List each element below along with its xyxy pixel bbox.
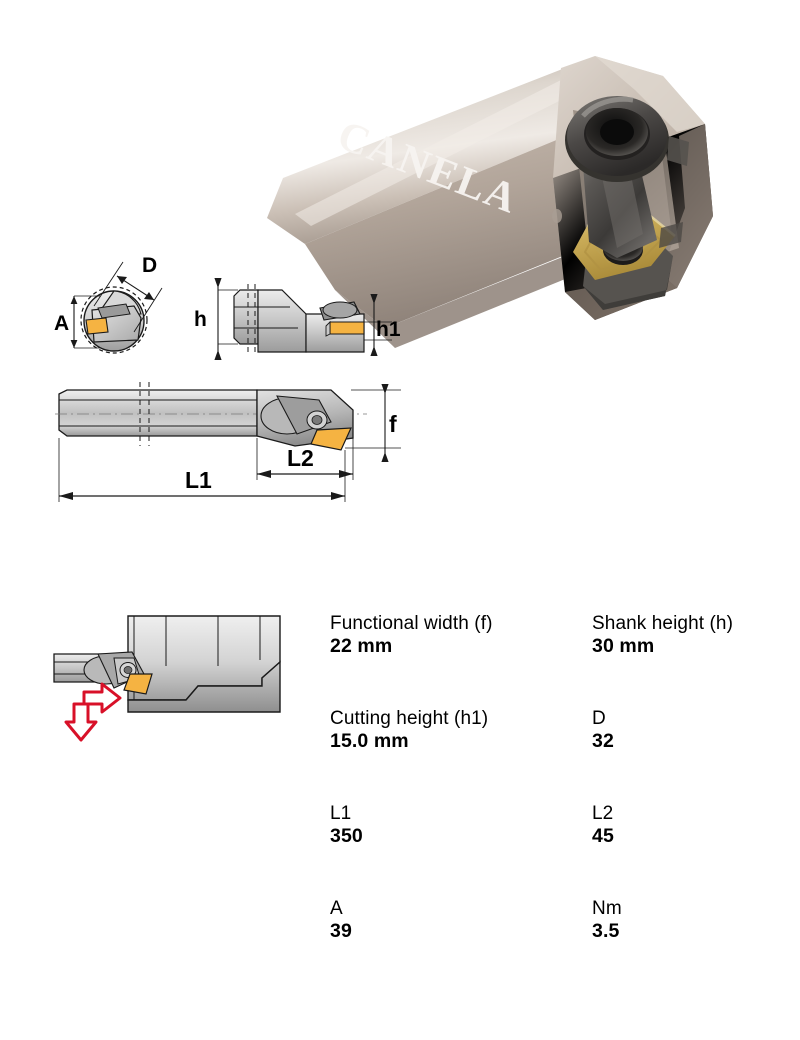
specifications-grid: Functional width (f) 22 mm Shank height … bbox=[330, 612, 780, 944]
dimension-l1-label: L1 bbox=[185, 467, 212, 493]
dimension-l1: L1 bbox=[58, 438, 346, 502]
application-diagram bbox=[53, 615, 281, 742]
dimension-h-label: h bbox=[194, 308, 207, 331]
spec-functional-width: Functional width (f) 22 mm bbox=[330, 612, 592, 659]
dimension-f-label: f bbox=[389, 411, 397, 437]
dimension-d-label: D bbox=[142, 254, 157, 277]
dimension-l2-label: L2 bbox=[287, 445, 314, 471]
spec-value-l1: 350 bbox=[330, 825, 363, 848]
spec-label-nm: Nm bbox=[592, 897, 622, 919]
spec-value-cutting-height: 15.0 mm bbox=[330, 730, 409, 753]
dimension-a-label: A bbox=[54, 312, 69, 335]
spec-l1: L1 350 bbox=[330, 802, 592, 849]
dimension-d: D bbox=[93, 254, 163, 333]
feed-arrow-axial bbox=[64, 702, 98, 742]
spec-label-l2: L2 bbox=[592, 802, 614, 824]
dimension-h1: h1 bbox=[364, 294, 401, 356]
spec-value-d: 32 bbox=[592, 730, 614, 753]
spec-a: A 39 bbox=[330, 897, 592, 944]
specifications-block: Functional width (f) 22 mm Shank height … bbox=[330, 612, 780, 944]
end-view-diagram: A D bbox=[54, 254, 163, 354]
spec-d: D 32 bbox=[592, 707, 780, 754]
dimension-l2: L2 bbox=[256, 438, 354, 480]
product-photo: CANELA bbox=[267, 56, 713, 348]
spec-l2: L2 45 bbox=[592, 802, 780, 849]
spec-value-a: 39 bbox=[330, 920, 352, 943]
side-view-diagram: h h1 bbox=[194, 278, 401, 360]
spec-value-functional-width: 22 mm bbox=[330, 635, 393, 658]
spec-label-shank-height: Shank height (h) bbox=[592, 613, 734, 634]
lever-clamp bbox=[565, 96, 689, 258]
spec-value-shank-height: 30 mm bbox=[592, 635, 655, 658]
spec-shank-height: Shank height (h) 30 mm bbox=[592, 612, 780, 659]
dimension-a: A bbox=[54, 295, 100, 349]
spec-label-l1: L1 bbox=[330, 802, 352, 824]
dimension-f: f bbox=[345, 384, 401, 462]
spec-nm: Nm 3.5 bbox=[592, 897, 780, 944]
spec-value-l2: 45 bbox=[592, 825, 614, 848]
spec-value-nm: 3.5 bbox=[592, 920, 620, 943]
spec-cutting-height: Cutting height (h1) 15.0 mm bbox=[330, 707, 592, 754]
full-length-diagram: L1 L2 f bbox=[55, 382, 401, 502]
spec-label-functional-width: Functional width (f) bbox=[330, 613, 493, 634]
dimension-h: h bbox=[194, 278, 238, 360]
spec-label-d: D bbox=[592, 707, 606, 729]
dimension-h1-label: h1 bbox=[376, 318, 401, 341]
spec-label-a: A bbox=[330, 897, 343, 919]
spec-label-cutting-height: Cutting height (h1) bbox=[330, 707, 489, 729]
